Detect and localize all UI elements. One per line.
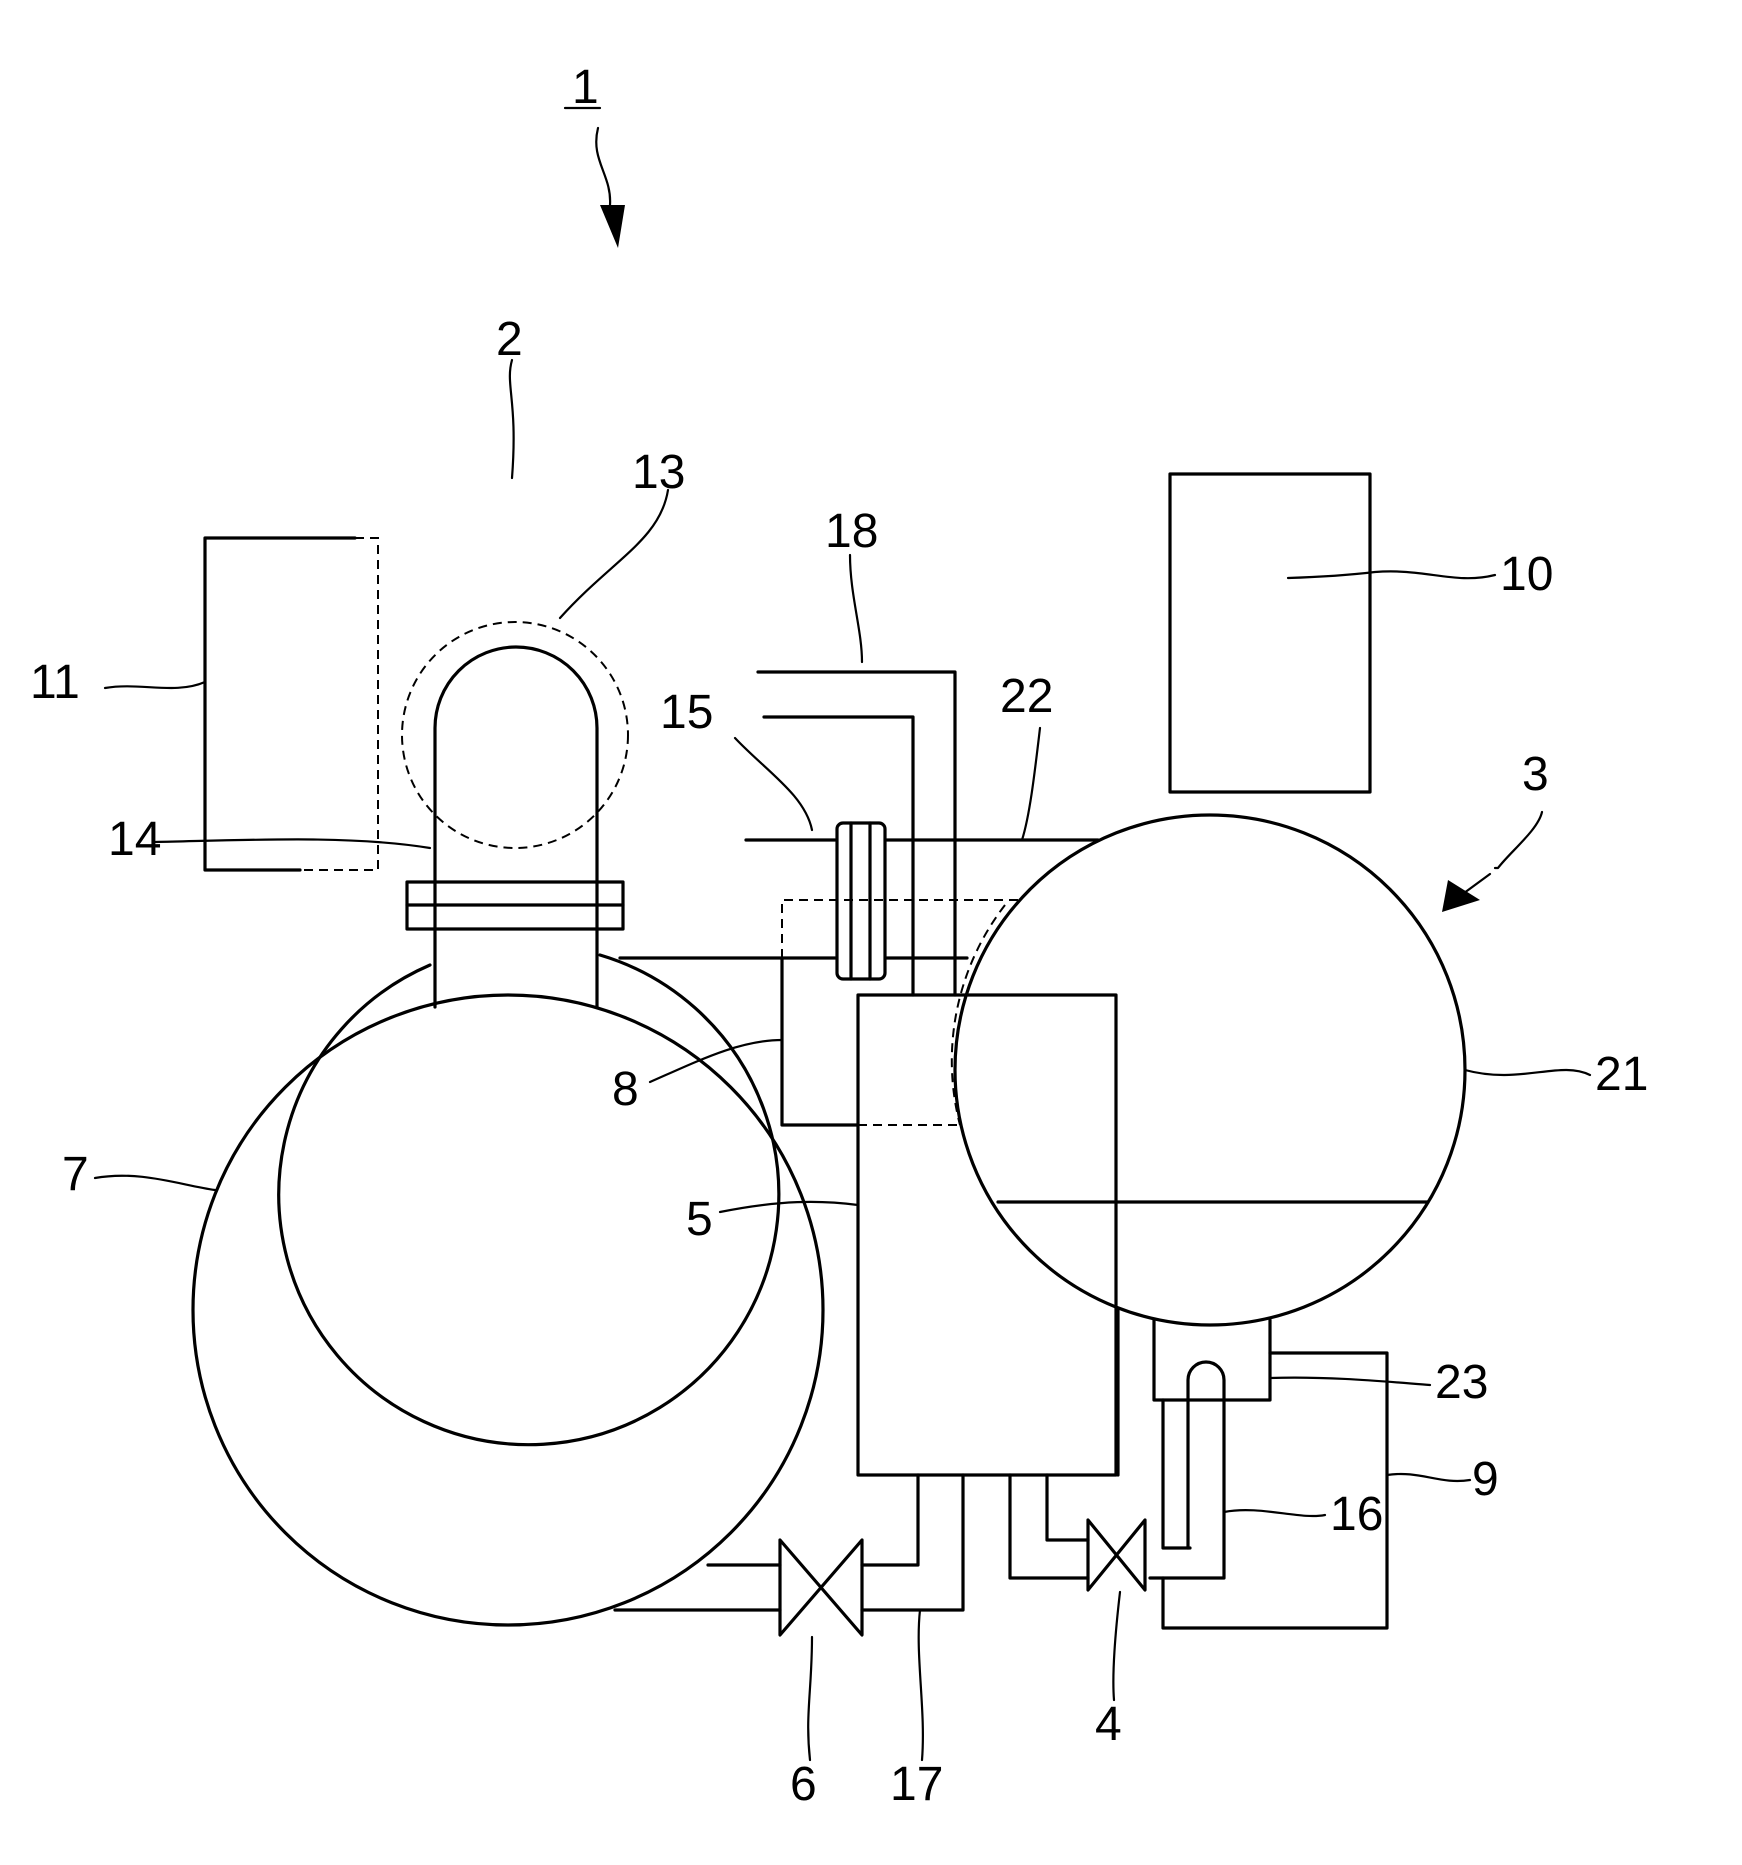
vertical-tank-5 (858, 995, 1116, 1475)
label-14: 14 (108, 813, 161, 866)
sphere-21 (955, 815, 1465, 1325)
label-13: 13 (632, 446, 685, 499)
leader-10 (1288, 571, 1495, 578)
label-1: 1 (572, 61, 599, 114)
label-15: 15 (660, 686, 713, 739)
label-7: 7 (62, 1148, 89, 1201)
label-18: 18 (825, 505, 878, 558)
label-23: 23 (1435, 1356, 1488, 1409)
label-4: 4 (1095, 1698, 1122, 1751)
arrow-1-icon (600, 205, 625, 248)
leader-15 (735, 738, 812, 830)
leader-22 (1022, 728, 1040, 840)
leader-1 (596, 128, 610, 205)
leader-11 (105, 682, 205, 688)
reference-numeral-group: 1 (565, 61, 625, 248)
box-8 (782, 958, 858, 1125)
pipes-to-valve-4 (1010, 1475, 1088, 1578)
leader-21 (1465, 1070, 1590, 1075)
box-10 (1170, 474, 1370, 792)
pipe-18 (758, 672, 955, 995)
label-22: 22 (1000, 670, 1053, 723)
box-11 (205, 538, 355, 870)
leader-17 (919, 1610, 923, 1760)
arrow-3-shaft (1460, 874, 1490, 896)
label-10: 10 (1500, 548, 1553, 601)
leader-18 (850, 555, 862, 662)
label-8: 8 (612, 1063, 639, 1116)
valve-6-icon (780, 1540, 862, 1635)
label-6: 6 (790, 1758, 817, 1811)
valve-4-icon (1088, 1520, 1145, 1590)
label-21: 21 (1595, 1048, 1648, 1101)
leader-13 (560, 490, 668, 618)
large-tank-7 (193, 995, 823, 1625)
label-11: 11 (30, 656, 80, 709)
label-17: 17 (890, 1758, 943, 1811)
leader-3 (1495, 812, 1542, 868)
label-2: 2 (496, 313, 523, 366)
leader-6 (808, 1637, 812, 1760)
leader-14 (155, 839, 430, 848)
u-pipe-14 (435, 647, 597, 1007)
leader-2 (510, 360, 514, 478)
leader-4 (1113, 1592, 1120, 1700)
pipe-17 (615, 1475, 963, 1610)
label-3: 3 (1522, 748, 1549, 801)
leader-23 (1270, 1378, 1430, 1385)
label-5: 5 (686, 1193, 713, 1246)
pipe-16 (1150, 1362, 1224, 1578)
leader-9 (1387, 1474, 1470, 1481)
label-16: 16 (1330, 1488, 1383, 1541)
leader-7 (95, 1176, 215, 1190)
leader-8 (650, 1040, 782, 1082)
box-8-hidden-edge (782, 900, 1018, 1125)
leader-16 (1224, 1510, 1325, 1516)
leader-5 (720, 1202, 858, 1212)
box-11-hidden-edge (300, 538, 378, 870)
outlet-23 (1154, 1320, 1270, 1400)
label-9: 9 (1472, 1453, 1499, 1506)
